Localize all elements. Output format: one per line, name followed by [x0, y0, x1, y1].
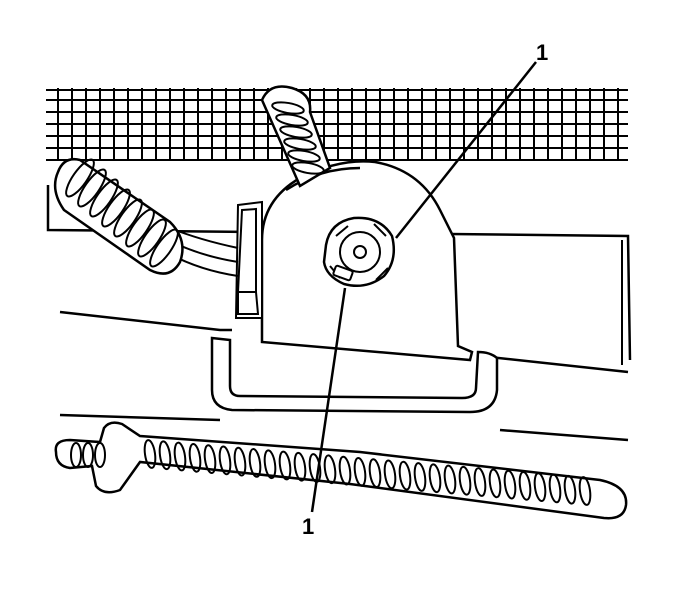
- harness-rib: [518, 470, 532, 501]
- harness-rib: [271, 101, 305, 115]
- harness-rib: [503, 469, 517, 500]
- harness-rib: [287, 149, 321, 163]
- harness-rib: [383, 459, 397, 490]
- harness-rib: [143, 439, 157, 469]
- harness-rib: [70, 442, 82, 468]
- harness-rib: [458, 465, 472, 496]
- harness-rib: [413, 462, 427, 492]
- harness-ribbing: [65, 101, 592, 506]
- harness-rib: [113, 198, 143, 238]
- frame-outline: [46, 185, 632, 442]
- harness-rib: [188, 442, 202, 473]
- harness-rib: [353, 456, 367, 487]
- harness-rib: [283, 137, 317, 151]
- harness-rib: [137, 218, 167, 258]
- harness-rib: [368, 458, 382, 489]
- harness-rib: [578, 476, 592, 506]
- leader-lines: [310, 61, 537, 513]
- harness-rib: [248, 448, 262, 478]
- bracket: [210, 336, 499, 414]
- harness-rib: [263, 449, 277, 480]
- bottom-wire-harness: [54, 421, 628, 520]
- harness-rib: [65, 158, 95, 198]
- harness-rib: [218, 445, 232, 476]
- harness-rib: [291, 161, 325, 175]
- harness-rib: [275, 113, 309, 127]
- callout-label-bottom: 1: [302, 514, 315, 539]
- leader-line-bottom: [310, 287, 347, 513]
- radiator-grid: [46, 88, 628, 161]
- callout-label-top: 1: [536, 40, 549, 65]
- harness-rib: [443, 464, 457, 495]
- harness-rib: [563, 474, 577, 505]
- harness-rib: [233, 446, 247, 477]
- harness-rib: [428, 463, 442, 494]
- retaining-nut: [322, 216, 395, 287]
- harness-rib: [488, 468, 502, 499]
- leader-line-top: [395, 61, 537, 239]
- harness-rib: [94, 442, 106, 468]
- harness-rib: [548, 473, 562, 504]
- harness-rib: [173, 441, 187, 472]
- harness-rib: [125, 208, 155, 248]
- harness-rib: [293, 451, 307, 482]
- harness-rib: [101, 188, 131, 228]
- harness-rib: [158, 440, 172, 471]
- harness-rib: [323, 454, 337, 485]
- harness-rib: [203, 444, 217, 474]
- harness-rib: [473, 467, 487, 497]
- harness-rib: [279, 125, 313, 139]
- harness-rib: [338, 455, 352, 486]
- harness-rib: [89, 178, 119, 218]
- harness-rib: [149, 228, 179, 268]
- harness-rib: [278, 450, 292, 481]
- harness-rib: [398, 460, 412, 491]
- harness-rib: [77, 168, 107, 208]
- electrical-connector: [234, 200, 263, 319]
- harness-rib: [82, 442, 94, 468]
- harness-rib: [533, 472, 547, 503]
